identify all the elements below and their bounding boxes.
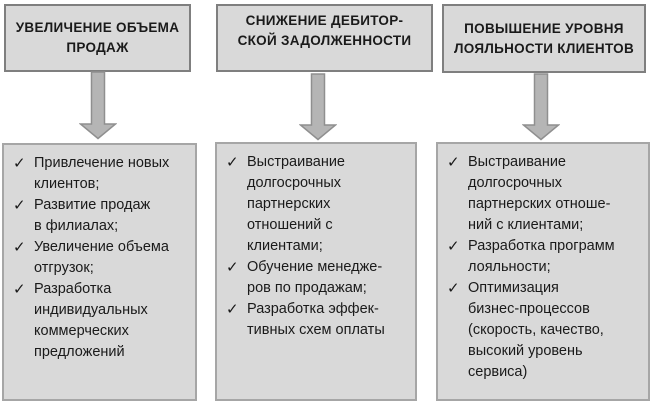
checklist-item: ✓ Разработка индивидуальных коммерческих… [13,279,189,363]
header-box-customer-loyalty: ПОВЫШЕНИЕ УРОВНЯ ЛОЯЛЬНОСТИ КЛИЕНТОВ [442,4,646,73]
checklist-item-text: Выстраивание долгосрочных партнерских от… [468,154,611,233]
header-title: УВЕЛИЧЕНИЕ ОБЪЕМА ПРОДАЖ [15,20,180,55]
checkmark-icon: ✓ [13,196,26,214]
checklist-item-text: Привлечение новых клиентов; [34,155,170,192]
checklist-item: ✓ Увеличение объема отгрузок; [13,237,189,279]
checklist-item: ✓ Оптимизация бизнес-процессов (скорость… [447,278,642,383]
checklist-item: ✓ Привлечение новых клиентов; [13,153,189,195]
content-box-receivables-reduction: ✓ Выстраивание долгосрочных партнерских … [215,142,417,401]
checklist-item: ✓ Разработка эффек- тивных схем оплаты [226,299,409,341]
checkmark-icon: ✓ [447,153,460,171]
checkmark-icon: ✓ [226,300,239,318]
checklist-item: ✓ Разработка программ лояльности; [447,236,642,278]
checkmark-icon: ✓ [13,238,26,256]
content-box-sales-volume: ✓ Привлечение новых клиентов; ✓ Развитие… [2,143,197,401]
checklist-item-text: Выстраивание долгосрочных партнерских от… [247,154,345,254]
checklist-item-text: Развитие продаж в филиалах; [34,197,151,234]
checklist-item-text: Разработка эффек- тивных схем оплаты [247,301,385,338]
checkmark-icon: ✓ [447,279,460,297]
down-arrow-icon [299,73,337,141]
checklist-item-text: Увеличение объема отгрузок; [34,239,169,276]
header-box-receivables-reduction: СНИЖЕНИЕ ДЕБИТОР- СКОЙ ЗАДОЛЖЕННОСТИ [216,4,433,72]
down-arrow-icon [79,71,117,140]
header-title: ПОВЫШЕНИЕ УРОВНЯ ЛОЯЛЬНОСТИ КЛИЕНТОВ [453,20,635,56]
checkmark-icon: ✓ [226,258,239,276]
down-arrow-icon [522,73,560,141]
checklist-item: ✓ Выстраивание долгосрочных партнерских … [447,152,642,236]
checklist-item-text: Обучение менедже- ров по продажам; [247,259,383,296]
header-box-sales-volume: УВЕЛИЧЕНИЕ ОБЪЕМА ПРОДАЖ [4,4,191,72]
checklist-item: ✓ Обучение менедже- ров по продажам; [226,257,409,299]
checklist-item-text: Разработка индивидуальных коммерческих п… [34,281,148,360]
content-box-customer-loyalty: ✓ Выстраивание долгосрочных партнерских … [436,142,650,401]
checkmark-icon: ✓ [13,280,26,298]
checkmark-icon: ✓ [226,153,239,171]
checkmark-icon: ✓ [447,237,460,255]
checkmark-icon: ✓ [13,154,26,172]
checklist-item: ✓ Развитие продаж в филиалах; [13,195,189,237]
header-title: СНИЖЕНИЕ ДЕБИТОР- СКОЙ ЗАДОЛЖЕННОСТИ [237,13,412,48]
checklist-item-text: Оптимизация бизнес-процессов (скорость, … [468,280,604,380]
checklist-item: ✓ Выстраивание долгосрочных партнерских … [226,152,409,257]
checklist-item-text: Разработка программ лояльности; [468,238,615,275]
